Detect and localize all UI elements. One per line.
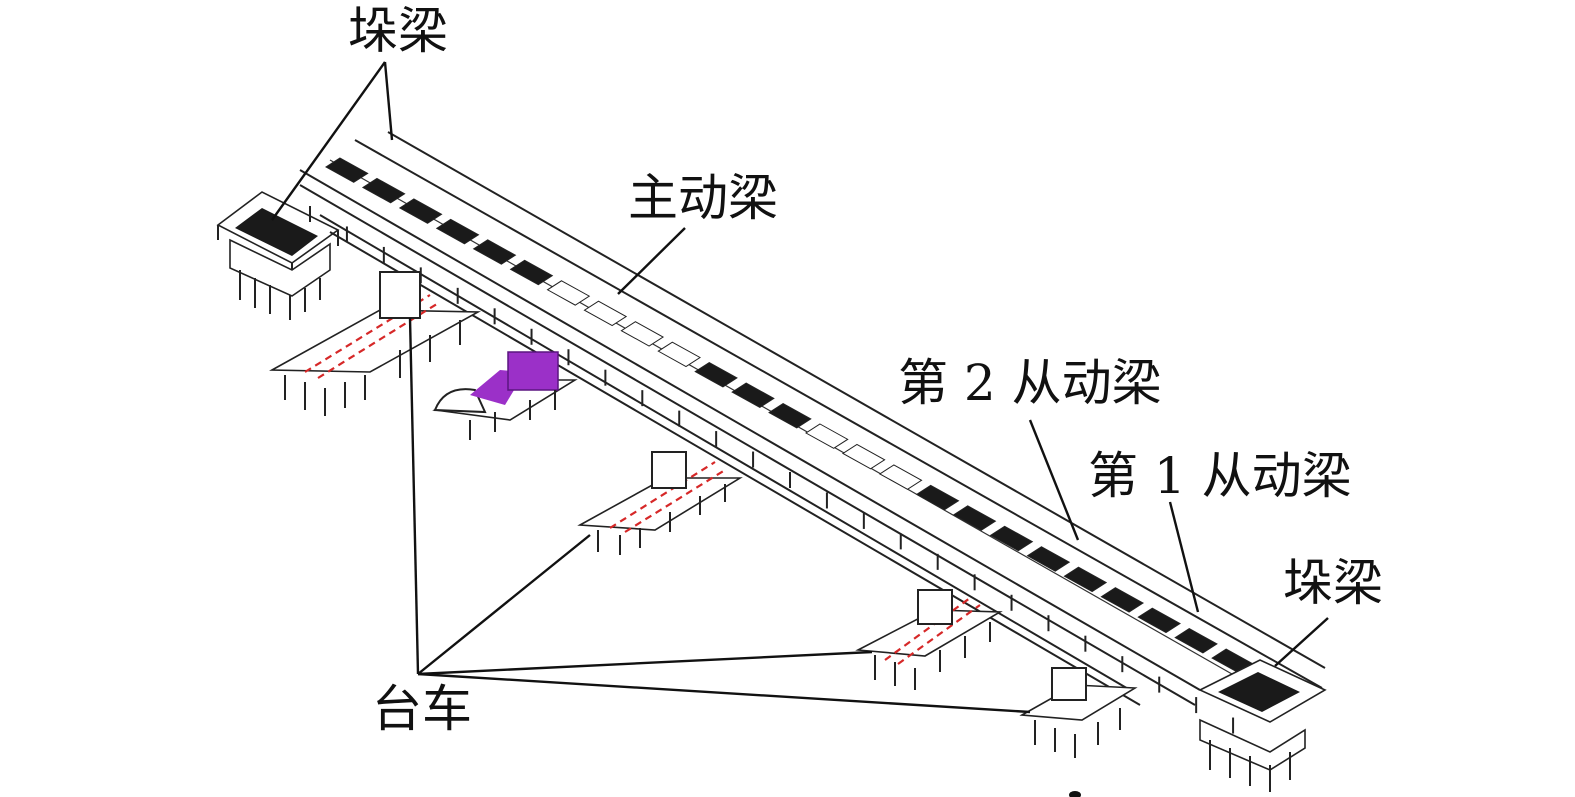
label-trolley: 台车 — [372, 680, 472, 738]
deck-cell — [805, 423, 849, 449]
deck-cell — [989, 525, 1034, 552]
deck-cell — [620, 321, 665, 347]
deck-cell — [1100, 587, 1145, 613]
deck-cell — [1174, 628, 1218, 654]
deck-cell — [731, 382, 775, 409]
deck-cell — [1137, 607, 1181, 634]
label-crib-beam-top: 垛梁 — [348, 2, 448, 60]
deck-cell — [1026, 546, 1071, 572]
crib-beam-left — [216, 191, 340, 320]
deck-cell — [435, 218, 480, 245]
label-slave-beam-1: 第 1 从动梁 — [1088, 447, 1352, 505]
deck-cell — [472, 239, 517, 265]
deck-cell — [546, 280, 591, 306]
trolley-4 — [1019, 667, 1138, 758]
label-crib-beam-right: 垛梁 — [1283, 554, 1383, 612]
label-slave-beam-2: 第 2 从动梁 — [898, 354, 1162, 412]
trolley-2 — [577, 451, 743, 555]
deck-cell — [1063, 566, 1108, 593]
main-beam-structure — [299, 131, 1326, 734]
deck-cell — [768, 402, 812, 429]
deck-cell — [878, 464, 923, 490]
leader-lines — [271, 61, 1329, 714]
deck-cell — [841, 443, 886, 470]
crib-beam-right — [1198, 659, 1327, 792]
deck-cell — [583, 300, 628, 327]
deck-cell — [325, 157, 369, 183]
deck-cell — [398, 198, 443, 224]
deck-cell — [952, 505, 997, 531]
deck-cell — [657, 341, 701, 368]
label-main-beam: 主动梁 — [628, 169, 778, 227]
bottom-mark — [1069, 791, 1081, 797]
trolley-3 — [855, 589, 1003, 690]
trolley-1 — [269, 271, 481, 416]
deck-cell — [915, 484, 960, 511]
trolley-highlighted — [432, 351, 578, 440]
deck-cell — [361, 177, 406, 204]
deck-cell — [509, 259, 554, 286]
deck-cell — [694, 362, 738, 388]
